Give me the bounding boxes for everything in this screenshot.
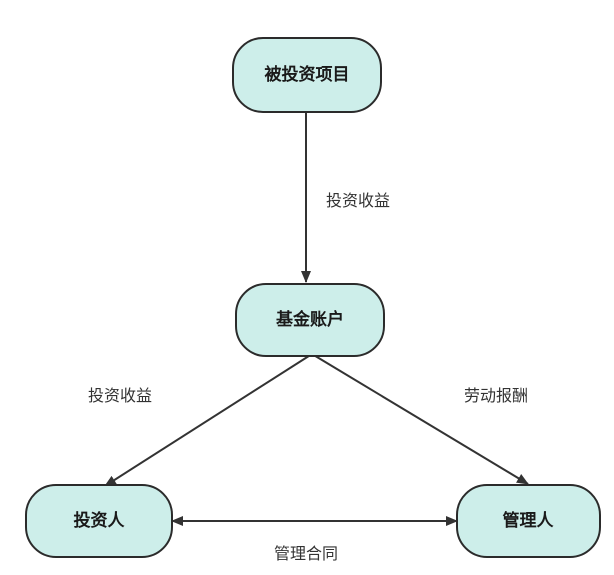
node-fund-label: 基金账户 [275, 309, 344, 330]
node-manager: 管理人 [456, 484, 601, 558]
edge-label-project-to-fund: 投资收益 [326, 191, 390, 210]
edge-fund-to-investor [104, 353, 313, 487]
node-project-label: 被投资项目 [265, 64, 350, 85]
node-fund: 基金账户 [235, 283, 385, 357]
edge-label-fund-to-investor: 投资收益 [88, 386, 152, 405]
node-investor: 投资人 [25, 484, 173, 558]
edge-label-fund-to-manager: 劳动报酬 [464, 386, 528, 405]
edge-label-investor-manager: 管理合同 [274, 544, 338, 563]
edge-fund-to-manager [311, 353, 529, 485]
node-project: 被投资项目 [232, 37, 382, 113]
node-manager-label: 管理人 [503, 510, 555, 531]
node-investor-label: 投资人 [74, 510, 126, 531]
